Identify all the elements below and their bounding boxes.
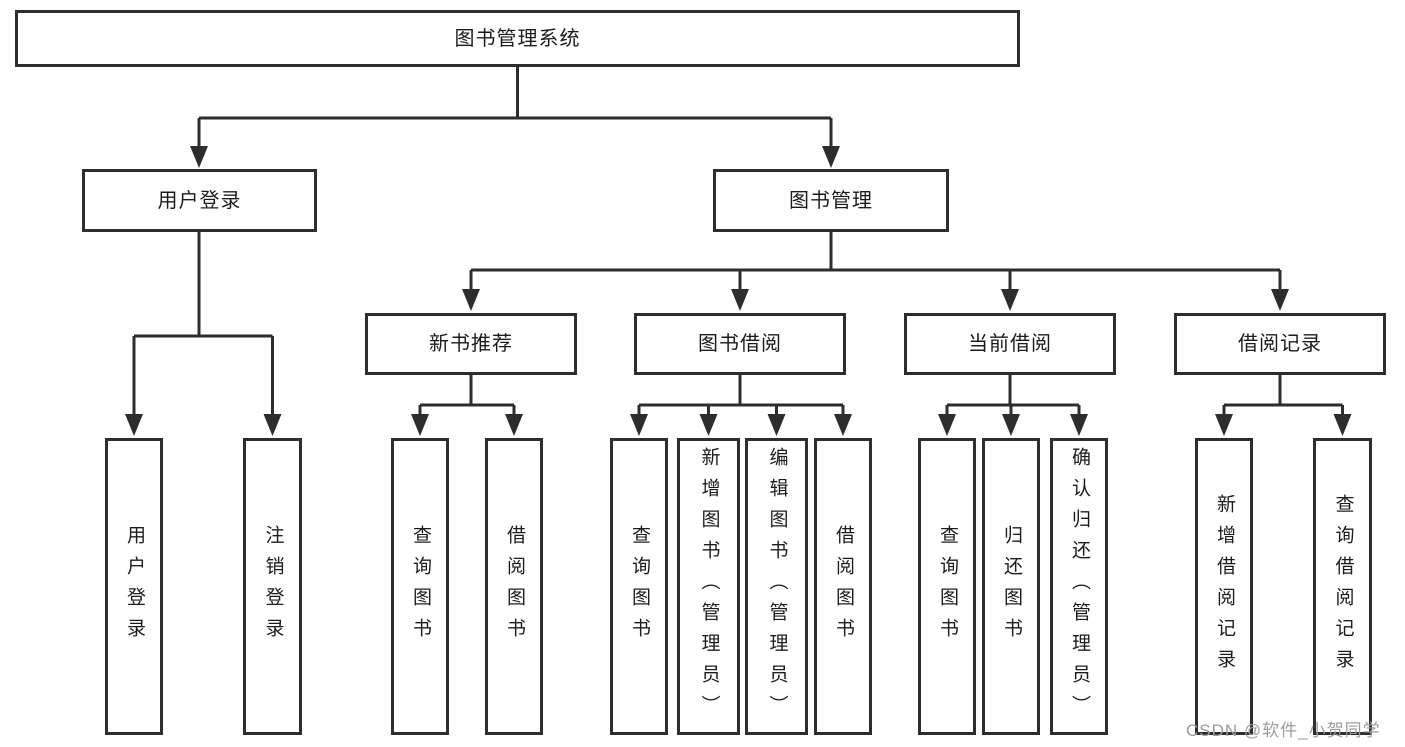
leaf-add-borrow-record: 新增借阅记录 bbox=[1195, 438, 1253, 735]
node-borrowing-records: 借阅记录 bbox=[1174, 313, 1386, 375]
node-label: 用户登录 bbox=[157, 189, 242, 212]
csdn-watermark: CSDN @软件_小贺同学 bbox=[1186, 721, 1381, 740]
leaf-label: 查询图书 bbox=[628, 524, 650, 649]
node-label: 借阅记录 bbox=[1238, 333, 1322, 355]
leaf-user-login: 用户登录 bbox=[105, 438, 163, 735]
leaf-label: 注销登录 bbox=[262, 524, 284, 649]
node-label: 图书管理系统 bbox=[454, 27, 581, 50]
leaf-query-borrow-record: 查询借阅记录 bbox=[1313, 438, 1372, 735]
leaf-label: 查询图书 bbox=[936, 524, 958, 649]
node-user-login: 用户登录 bbox=[82, 169, 317, 232]
node-current-borrowing: 当前借阅 bbox=[904, 313, 1116, 375]
leaf-label: 查询借阅记录 bbox=[1332, 493, 1354, 680]
node-label: 图书管理 bbox=[789, 189, 873, 212]
node-book-borrowing: 图书借阅 bbox=[634, 313, 846, 375]
leaf-add-books-admin: 新增图书（管理员） bbox=[677, 438, 740, 735]
node-label: 新书推荐 bbox=[429, 333, 513, 355]
leaf-label: 归还图书 bbox=[1000, 524, 1022, 649]
leaf-return-books: 归还图书 bbox=[982, 438, 1040, 735]
leaf-label: 用户登录 bbox=[123, 524, 145, 649]
leaf-label: 查询图书 bbox=[409, 524, 431, 649]
node-new-book-recommendation: 新书推荐 bbox=[365, 313, 577, 375]
leaf-label: 借阅图书 bbox=[832, 524, 854, 649]
node-book-management: 图书管理 bbox=[713, 169, 949, 232]
node-label: 当前借阅 bbox=[968, 333, 1052, 355]
leaf-label: 确认归还（管理员） bbox=[1068, 447, 1090, 726]
leaf-edit-books-admin: 编辑图书（管理员） bbox=[745, 438, 808, 735]
leaf-logout-login: 注销登录 bbox=[243, 438, 302, 735]
leaf-borrowing-query-books: 查询图书 bbox=[610, 438, 668, 735]
leaf-label: 新增图书（管理员） bbox=[698, 447, 720, 726]
leaf-recommend-borrow-books: 借阅图书 bbox=[485, 438, 543, 735]
leaf-label: 新增借阅记录 bbox=[1213, 493, 1235, 680]
node-label: 图书借阅 bbox=[698, 333, 782, 355]
leaf-current-query-books: 查询图书 bbox=[918, 438, 976, 735]
leaf-borrowing-borrow-books: 借阅图书 bbox=[814, 438, 872, 735]
node-library-management-system: 图书管理系统 bbox=[15, 10, 1020, 67]
leaf-label: 借阅图书 bbox=[503, 524, 525, 649]
leaf-recommend-query-books: 查询图书 bbox=[391, 438, 449, 735]
leaf-label: 编辑图书（管理员） bbox=[766, 447, 788, 726]
leaf-confirm-return-admin: 确认归还（管理员） bbox=[1050, 438, 1108, 735]
